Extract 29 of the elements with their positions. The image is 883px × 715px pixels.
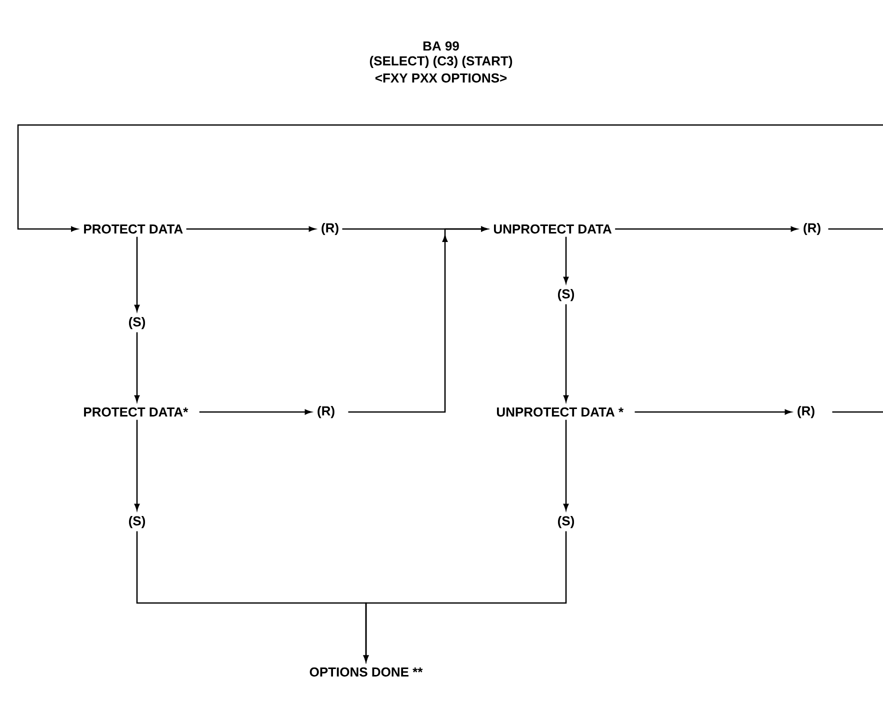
arrow <box>199 409 312 415</box>
step-label: (S) <box>558 288 574 302</box>
step-label: PROTECT DATA <box>84 224 183 234</box>
arrow <box>17 124 883 232</box>
step-label: (S) <box>128 316 146 330</box>
step-label: UNPROTECT DATA <box>494 224 612 234</box>
arrow <box>134 332 140 402</box>
arrow <box>363 531 567 662</box>
step-label: UNPROTECT DATA * <box>497 407 624 417</box>
arrow <box>348 226 488 413</box>
arrow <box>563 420 569 510</box>
arrow <box>615 226 798 232</box>
arrow <box>563 304 569 402</box>
step-label: (R) <box>318 406 334 418</box>
arrow <box>563 236 569 284</box>
heading-line: <FXY PXX OPTIONS> <box>375 73 507 83</box>
heading-line: (SELECT) (C3) (START) <box>370 56 512 68</box>
step-label: (R) <box>804 222 820 236</box>
step-label: PROTECT DATA* <box>84 407 188 417</box>
arrow <box>186 226 316 232</box>
step-label: (R) <box>322 222 338 236</box>
step-label: OPTIONS DONE ** <box>310 667 423 677</box>
step-label: (S) <box>558 516 574 528</box>
step-label: (R) <box>798 406 814 418</box>
arrow <box>134 236 140 312</box>
arrow <box>134 420 140 510</box>
heading: BA 99 <box>423 41 459 51</box>
arrow <box>634 409 792 415</box>
step-label: (S) <box>128 516 146 528</box>
